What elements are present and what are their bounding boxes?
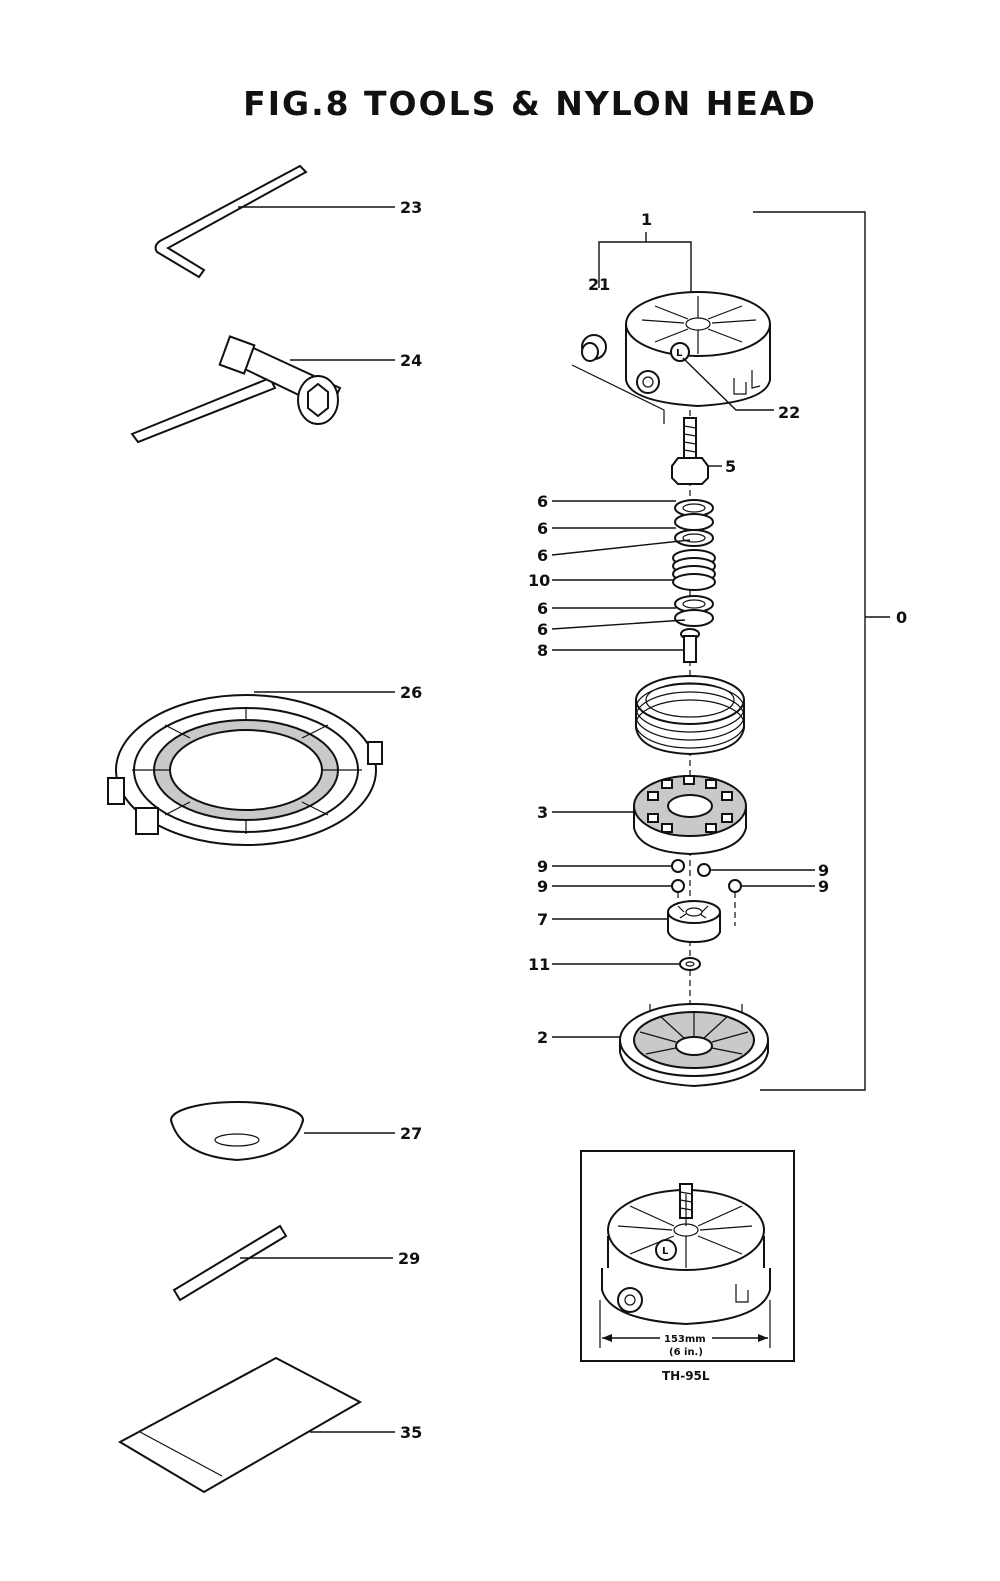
part-3-spool bbox=[633, 775, 747, 856]
callout-6-first: 6 bbox=[537, 492, 548, 511]
callout-23: 23 bbox=[400, 198, 422, 217]
callout-3: 3 bbox=[537, 803, 548, 822]
callout-6-fourth: 6 bbox=[537, 599, 548, 618]
inset-model-label: TH-95L bbox=[662, 1369, 710, 1383]
callout-24: 24 bbox=[400, 351, 422, 370]
callout-0: 0 bbox=[896, 608, 907, 627]
part-8-pin bbox=[680, 628, 700, 663]
callout-10: 10 bbox=[528, 571, 550, 590]
callout-29: 29 bbox=[398, 1249, 420, 1268]
part-1-head-cover: L bbox=[625, 291, 771, 408]
part-23-hex-key bbox=[154, 164, 308, 279]
part-6-lower-washers bbox=[674, 595, 714, 627]
part-6-washer-stack bbox=[674, 499, 714, 547]
callout-26: 26 bbox=[400, 683, 422, 702]
callout-21: 21 bbox=[588, 275, 610, 294]
part-9-balls bbox=[671, 859, 742, 893]
callout-7: 7 bbox=[537, 910, 548, 929]
part-26-line-guard-ring bbox=[107, 694, 383, 846]
callout-6-third: 6 bbox=[537, 546, 548, 565]
inset-dimension-in: (6 in.) bbox=[669, 1347, 703, 1358]
callout-27: 27 bbox=[400, 1124, 422, 1143]
inset-dimension-mm: 153mm bbox=[664, 1334, 706, 1345]
part-11-washer bbox=[679, 957, 701, 971]
part-7-ratchet bbox=[667, 900, 721, 944]
callout-6-fifth: 6 bbox=[537, 620, 548, 639]
callout-22: 22 bbox=[778, 403, 800, 422]
callout-11: 11 bbox=[528, 955, 550, 974]
callout-9-upper-left: 9 bbox=[537, 857, 548, 876]
figure-title: FIG.8 TOOLS & NYLON HEAD bbox=[243, 84, 817, 123]
part-10-spring bbox=[672, 549, 716, 591]
part-27-cup bbox=[170, 1101, 304, 1162]
part-5-bolt bbox=[671, 417, 709, 485]
callout-9-lower-left: 9 bbox=[537, 877, 548, 896]
callout-9-lower-right: 9 bbox=[818, 877, 829, 896]
inset-assembled-head: L 153mm (6 in.) bbox=[580, 1150, 795, 1362]
part-2-bottom-cover bbox=[619, 1003, 769, 1088]
callout-5: 5 bbox=[725, 457, 736, 476]
part-24-plug-wrench bbox=[130, 335, 342, 444]
part-29-rod bbox=[172, 1224, 288, 1302]
callout-9-upper-right: 9 bbox=[818, 861, 829, 880]
cover-marking: L bbox=[676, 348, 683, 359]
part-nylon-line-coil bbox=[635, 675, 745, 756]
callout-6-second: 6 bbox=[537, 519, 548, 538]
callout-35: 35 bbox=[400, 1423, 422, 1442]
callout-2: 2 bbox=[537, 1028, 548, 1047]
callout-8: 8 bbox=[537, 641, 548, 660]
inset-cover-marking: L bbox=[662, 1246, 669, 1257]
part-35-tool-bag bbox=[117, 1356, 363, 1494]
callout-1: 1 bbox=[641, 210, 652, 229]
part-21-eyelet bbox=[581, 334, 607, 362]
